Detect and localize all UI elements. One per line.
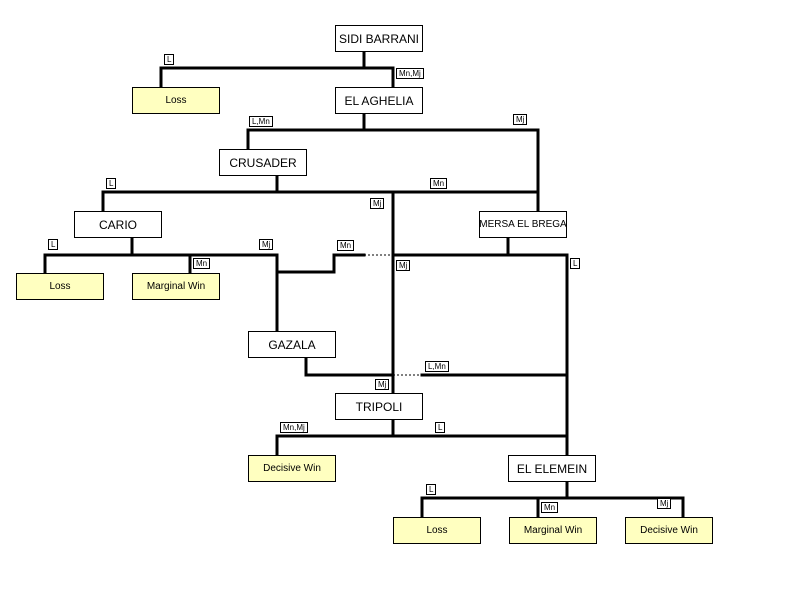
edge-label: L,Mn [249, 116, 273, 127]
edge-label: L [426, 484, 437, 495]
edge-label: Mn [193, 258, 211, 269]
node-el-aghelia: EL AGHELIA [335, 87, 423, 114]
edge-label: Mj [657, 498, 672, 509]
edge-label: Mj [396, 260, 411, 271]
node-gazala: GAZALA [248, 331, 336, 358]
edge-tripoli-branches [275, 434, 569, 457]
edge-mersa-branches [391, 253, 569, 457]
outcome-elemein-marginal-win: Marginal Win [509, 517, 597, 544]
edge-label: Mn,Mj [280, 422, 308, 433]
edge-label: L [435, 422, 446, 433]
edge-label: Mj [375, 379, 390, 390]
outcome-cario-marginal-win: Marginal Win [132, 273, 220, 300]
edge-elemein-branches [420, 496, 685, 519]
outcome-elemein-loss: Loss [393, 517, 481, 544]
edge-label: Mn [337, 240, 355, 251]
node-el-elemein: EL ELEMEIN [508, 455, 596, 482]
edge-sidi-loss [159, 66, 395, 89]
node-mersa-el-brega: MERSA EL BREGA [479, 211, 567, 238]
node-cario: CARIO [74, 211, 162, 238]
edge-label: Mn,Mj [396, 68, 424, 79]
edge-label: Mj [370, 198, 385, 209]
edge-label: L [106, 178, 117, 189]
edge-label: L [164, 54, 175, 65]
outcome-tripoli-decisive-win: Decisive Win [248, 455, 336, 482]
outcome-sidi-loss: Loss [132, 87, 220, 114]
edge-label: Mn [541, 502, 559, 513]
node-tripoli: TRIPOLI [335, 393, 423, 420]
edge-crusader-branches [101, 190, 540, 213]
outcome-cario-loss: Loss [16, 273, 104, 300]
edge-cario-branches [43, 253, 279, 333]
edge-label: Mj [513, 114, 528, 125]
outcome-elemein-decisive-win: Decisive Win [625, 517, 713, 544]
edge-label: Mn [430, 178, 448, 189]
edge-cario-mn-path [275, 253, 366, 274]
edge-aghelia-branches [246, 128, 540, 213]
edge-label: L [570, 258, 581, 269]
edge-label: L [48, 239, 59, 250]
node-sidi-barrani: SIDI BARRANI [335, 25, 423, 52]
edge-label: L,Mn [425, 361, 449, 372]
edge-label: Mj [259, 239, 274, 250]
edge-gazala [304, 355, 395, 377]
node-crusader: CRUSADER [219, 149, 307, 176]
